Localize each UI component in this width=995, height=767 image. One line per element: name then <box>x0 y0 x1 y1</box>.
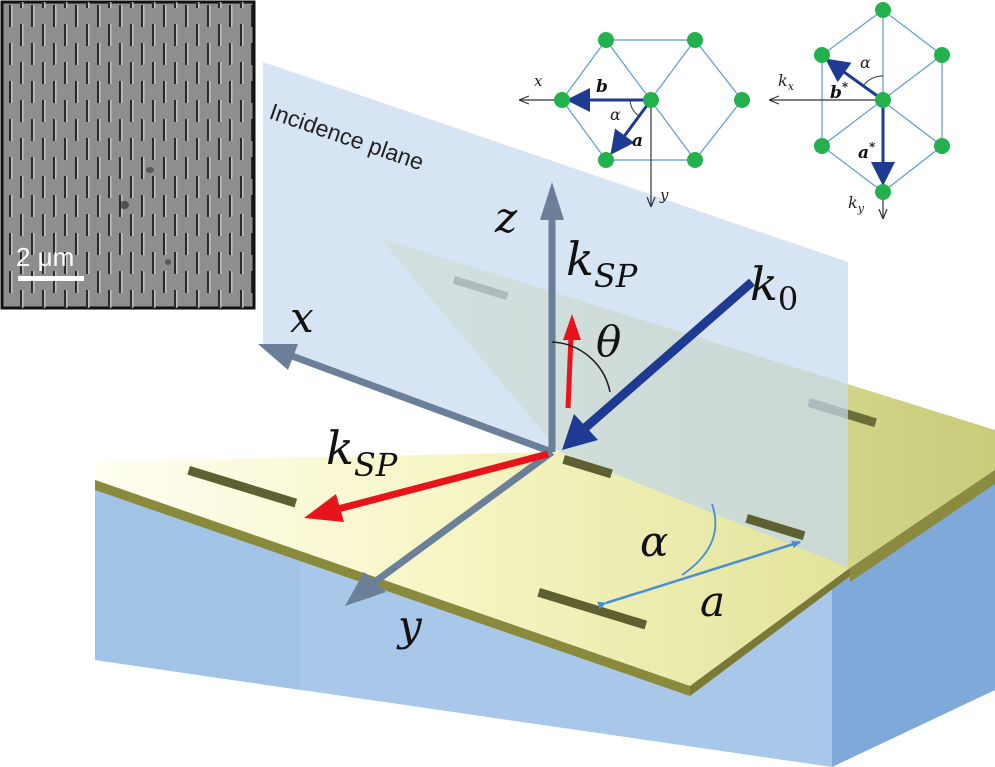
z-axis-label: z <box>494 193 518 242</box>
real-y-label: y <box>659 186 669 204</box>
coordinate-axes <box>258 182 564 606</box>
reciprocal-lattice-inset: kx ky b* a* α <box>770 2 950 218</box>
ksp-vertical-label-main: k <box>566 232 594 286</box>
wave-vectors <box>304 278 801 610</box>
y-axis-label: y <box>396 601 423 650</box>
sem-scale-bar <box>18 276 84 281</box>
reciprocal-a-star-main: a <box>858 143 869 163</box>
ksp-vertical-label: kSP <box>566 232 638 295</box>
ksp-label-main: k <box>326 421 354 475</box>
z-axis-arrowhead <box>540 182 564 220</box>
reciprocal-b-star-label: b* <box>830 80 849 103</box>
reciprocal-b-star-main: b <box>830 83 842 103</box>
alpha-arc <box>681 503 717 576</box>
real-alpha-arc <box>629 99 640 117</box>
real-alpha-label: α <box>610 105 621 124</box>
real-b-label: b <box>596 77 608 97</box>
ksp-label: kSP <box>326 421 398 484</box>
reciprocal-kx-sub: x <box>788 80 795 93</box>
x-axis <box>290 352 554 456</box>
alpha-label: α <box>640 517 668 566</box>
real-a-vector <box>610 99 653 155</box>
sem-scale-label: 2 μm <box>16 242 74 272</box>
k0-label-sub: 0 <box>778 280 798 318</box>
x-axis-arrowhead <box>258 344 298 370</box>
ksp-vector <box>337 450 549 513</box>
ksp-arrowhead <box>304 494 344 522</box>
k0-label-main: k <box>750 257 778 311</box>
sem-inset: 2 μm <box>0 0 256 310</box>
real-a-label: a <box>632 131 643 151</box>
reciprocal-kx-main: k <box>778 71 788 90</box>
k0-label: k0 <box>750 257 798 318</box>
y-axis-arrowhead <box>345 572 386 606</box>
reciprocal-lattice-nodes <box>814 2 950 200</box>
diagram-labels: z x y θ α a k0 kSP kSP <box>290 193 798 650</box>
x-axis-label: x <box>290 293 314 342</box>
ksp-vertical-arrowhead <box>563 314 581 340</box>
k0-arrowhead <box>562 414 598 450</box>
reciprocal-ky-sub: y <box>857 202 865 215</box>
ksp-vertical-label-sub: SP <box>594 257 638 295</box>
theta-label: θ <box>596 317 621 366</box>
ksp-label-sub: SP <box>354 446 398 484</box>
ksp-vertical-vector <box>565 335 574 409</box>
reciprocal-ky-main: k <box>848 193 858 212</box>
reciprocal-a-star-label: a* <box>858 140 876 163</box>
real-x-label: x <box>534 72 543 90</box>
k0-vector <box>582 278 755 432</box>
real-lattice-inset: x y b a α <box>520 32 750 206</box>
y-axis <box>369 449 555 587</box>
real-lattice-nodes <box>554 32 750 168</box>
reciprocal-ky-label: ky <box>848 193 865 215</box>
reciprocal-kx-label: kx <box>778 71 795 93</box>
reciprocal-b-star-sup: * <box>842 80 849 94</box>
reciprocal-a-star-sup: * <box>869 140 876 154</box>
reciprocal-b-star-vector <box>825 58 884 102</box>
lattice-constant-label: a <box>700 577 725 626</box>
lattice-constant-arrow <box>597 540 801 610</box>
reciprocal-alpha-label: α <box>860 53 871 72</box>
theta-arc <box>551 341 611 393</box>
gold-film-near <box>95 452 850 696</box>
reciprocal-alpha-arc <box>862 75 884 87</box>
